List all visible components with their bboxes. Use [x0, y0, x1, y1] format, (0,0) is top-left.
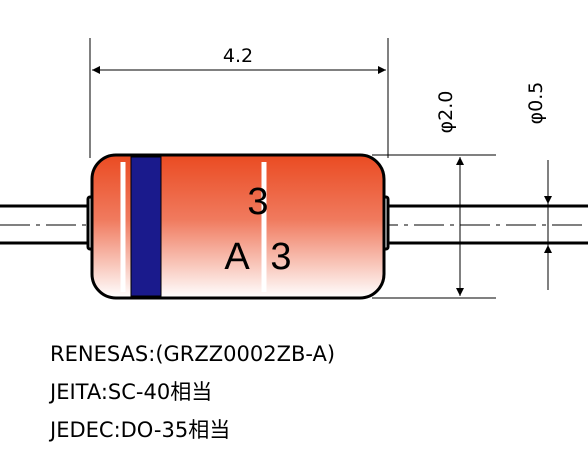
lead-wires	[0, 204, 588, 245]
marking-line2-right: 3	[270, 236, 291, 278]
body-diameter-label: φ2.0	[435, 91, 457, 134]
marking-line1: 3	[247, 181, 268, 223]
spec-jeita: JEITA:SC-40相当	[50, 380, 213, 404]
diode-body	[90, 153, 386, 300]
length-dimension-label: 4.2	[223, 45, 253, 67]
length-dimension	[89, 38, 389, 158]
spec-renesas: RENESAS:(GRZZ0002ZB-A)	[50, 342, 336, 366]
cathode-band	[130, 156, 162, 297]
marking-line2-left: A	[224, 236, 250, 278]
body-diameter-dimension	[372, 154, 496, 299]
spec-jedec: JEDEC:DO-35相当	[50, 418, 231, 442]
lead-diameter-label: φ0.5	[525, 82, 547, 125]
